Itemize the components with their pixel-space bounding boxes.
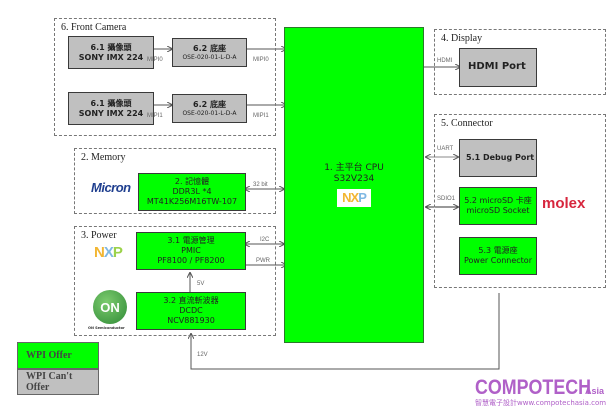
nxp-letter-p: P [358, 190, 367, 206]
micron-logo: Micron [91, 180, 131, 195]
debug-port-box: 5.1 Debug Port [459, 139, 537, 177]
on-semi-logo: ON [93, 290, 127, 324]
on-semi-logo-text: ON [100, 299, 120, 315]
cpu-model: S32V234 [333, 173, 375, 184]
link-label-12v: 12V [197, 352, 208, 358]
memory-type: DDR3L *4 [172, 187, 212, 196]
link-label-sdio1: SDIO1 [437, 196, 456, 202]
camera-sensor-title: 6.1 攝像頭 [90, 42, 132, 52]
hdmi-port-label: HDMI Port [468, 61, 526, 73]
link-label-mipi0-in: MIPI0 [147, 57, 163, 63]
molex-logo: molex [542, 195, 586, 212]
group-title-display: 4. Display [441, 33, 483, 44]
camera-sensor-1: 6.1 攝像頭 SONY IMX 224 [68, 36, 154, 69]
camera-sensor-2: 6.1 攝像頭 SONY IMX 224 [68, 92, 154, 125]
link-label-mipi0-out: MIPI0 [253, 57, 269, 63]
power-connector-subtitle: Power Connector [464, 256, 532, 265]
link-label-pwr: PWR [256, 258, 270, 264]
group-title-power: 3. Power [81, 230, 117, 241]
power-connector-title: 5.3 電源座 [478, 246, 518, 255]
link-label-mipi1-in: MIPI1 [147, 113, 163, 119]
nxp-letter-n: N [94, 244, 105, 261]
group-title-connector: 5. Connector [441, 118, 493, 129]
compotech-brand: COMPOTECH [475, 376, 592, 399]
nxp-logo-cpu: NXP [337, 189, 371, 208]
link-label-32bit: 32 bit [253, 182, 268, 188]
legend-offer: WPI Offer [17, 342, 99, 369]
nxp-letter-x: X [350, 190, 360, 206]
compotech-tagline: 智慧電子設計www.compotechasia.com [475, 399, 607, 407]
link-label-uart: UART [437, 146, 454, 152]
socket-model: OSE-020-01-L-D-A [182, 109, 237, 117]
cpu-title: 1. 主平台 CPU [324, 162, 384, 173]
camera-sensor-model: SONY IMX 224 [78, 52, 144, 62]
socket-title: 6.2 底座 [193, 99, 226, 109]
link-label-mipi1-out: MIPI1 [253, 113, 269, 119]
nxp-letter-p: P [112, 244, 123, 261]
nxp-letter-x: X [103, 244, 114, 261]
group-front-camera: 6. Front Camera [54, 18, 276, 136]
camera-socket-2: 6.2 底座 OSE-020-01-L-D-A [172, 94, 247, 123]
legend-cant-offer-label: WPI Can't Offer [26, 371, 73, 393]
on-semi-caption: ON Semiconductor [88, 326, 125, 330]
group-power: 3. Power [74, 226, 276, 336]
memory-box: 2. 記憶體 DDR3L *4 MT41K256M16TW-107 [138, 173, 246, 211]
cpu-box: 1. 主平台 CPU S32V234 NXP [284, 27, 424, 343]
hdmi-port-box: HDMI Port [459, 48, 537, 87]
nxp-logo-power: NXP [94, 244, 123, 261]
dcdc-part: NCV881930 [167, 316, 215, 325]
debug-port-label: 5.1 Debug Port [466, 153, 535, 162]
power-connector-box: 5.3 電源座 Power Connector [459, 237, 537, 275]
camera-sensor-model: SONY IMX 224 [78, 108, 144, 118]
nxp-letter-n: N [342, 190, 351, 206]
group-connector: 5. Connector [434, 114, 606, 288]
camera-socket-1: 6.2 底座 OSE-020-01-L-D-A [172, 38, 247, 67]
link-label-i2c: I2C [260, 237, 270, 243]
socket-model: OSE-020-01-L-D-A [182, 53, 237, 61]
compotech-brand-suffix: Asia [585, 386, 605, 396]
pmic-title: 3.1 電源管理 [167, 236, 215, 245]
group-memory: 2. Memory [74, 148, 276, 214]
wire-12v [191, 293, 500, 370]
memory-part: MT41K256M16TW-107 [146, 197, 238, 206]
dcdc-type: DCDC [179, 306, 203, 315]
compotech-watermark: COMPOTECH Asia 智慧電子設計www.compotechasia.c… [475, 376, 612, 408]
dcdc-box: 3.2 直流斬波器 DCDC NCV881930 [136, 292, 246, 330]
link-label-hdmi: HDMI [437, 58, 453, 64]
camera-sensor-title: 6.1 攝像頭 [90, 98, 132, 108]
pmic-type: PMIC [181, 246, 201, 255]
group-title-camera: 6. Front Camera [61, 22, 127, 33]
microsd-title: 5.2 microSD 卡座 [464, 196, 532, 205]
memory-title: 2. 記憶體 [174, 177, 210, 186]
group-title-memory: 2. Memory [81, 152, 126, 163]
dcdc-title: 3.2 直流斬波器 [163, 296, 219, 305]
microsd-box: 5.2 microSD 卡座 microSD Socket [459, 187, 537, 225]
pmic-box: 3.1 電源管理 PMIC PF8100 / PF8200 [136, 232, 246, 270]
group-display: 4. Display [434, 29, 606, 95]
socket-title: 6.2 底座 [193, 43, 226, 53]
pmic-part: PF8100 / PF8200 [157, 256, 225, 265]
link-label-5v: 5V [197, 281, 205, 287]
legend-cant-offer: WPI Can't Offer [17, 369, 99, 395]
microsd-subtitle: microSD Socket [466, 206, 530, 215]
legend-offer-label: WPI Offer [26, 350, 72, 361]
